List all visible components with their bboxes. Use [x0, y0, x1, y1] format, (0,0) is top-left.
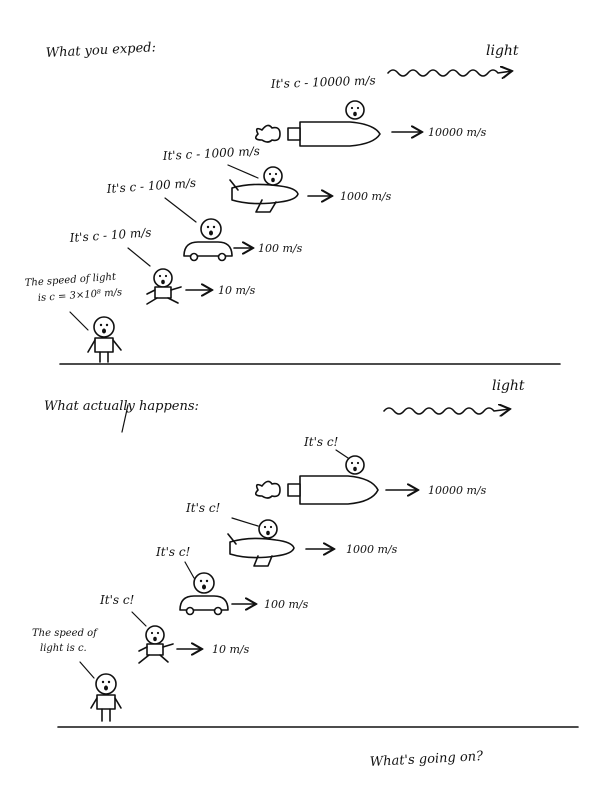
top-runner-speech: It's c - 10 m/s: [68, 225, 152, 245]
bottom-runner: It's c! 10 m/s: [99, 593, 250, 664]
top-rocket: It's c - 10000 m/s 10000 m/s: [254, 73, 487, 147]
top-plane-speech: It's c - 1000 m/s: [161, 144, 260, 163]
top-rocket-speech: It's c - 10000 m/s: [270, 73, 376, 91]
stick-figure-icon: [90, 673, 122, 722]
top-runner: It's c - 10 m/s 10 m/s: [68, 225, 256, 305]
airplane-icon: [229, 166, 299, 213]
airplane-icon: [227, 519, 295, 567]
bottom-plane: It's c! 1000 m/s: [185, 501, 398, 567]
top-car-speed: 100 m/s: [258, 242, 303, 255]
bottom-car-speech: It's c!: [155, 545, 191, 559]
top-car: It's c - 100 m/s 100 m/s: [105, 176, 303, 262]
footer-question: What's going on?: [369, 749, 484, 770]
wavy-light-icon: [383, 408, 510, 414]
bottom-observer-speech-1: The speed of: [32, 628, 99, 639]
top-car-speech: It's c - 100 m/s: [105, 176, 196, 196]
bottom-observer: The speed of light is c.: [32, 628, 122, 722]
top-observer-speech-1: The speed of light: [24, 272, 117, 289]
top-observer-speech-2: is c = 3×10⁸ m/s: [37, 287, 122, 304]
bottom-car: It's c! 100 m/s: [155, 545, 309, 616]
top-observer: The speed of light is c = 3×10⁸ m/s: [24, 272, 122, 363]
top-runner-speed: 10 m/s: [218, 284, 256, 297]
bottom-light-label: light: [492, 378, 525, 394]
wavy-light-icon: [387, 70, 512, 76]
rocket-icon: [254, 100, 381, 147]
bottom-runner-speed: 10 m/s: [212, 643, 250, 656]
bottom-car-speed: 100 m/s: [264, 598, 309, 611]
top-plane-speed: 1000 m/s: [340, 190, 392, 203]
bottom-plane-speech: It's c!: [185, 501, 221, 515]
car-icon: [183, 218, 233, 262]
rocket-icon: [254, 455, 379, 505]
bottom-rocket-speech: It's c!: [303, 435, 339, 449]
bottom-observer-speech-2: light is c.: [40, 643, 87, 654]
runner-icon: [138, 625, 174, 664]
top-plane: It's c - 1000 m/s 1000 m/s: [161, 144, 392, 213]
car-icon: [179, 572, 229, 616]
bottom-plane-speed: 1000 m/s: [346, 543, 398, 556]
stick-figure-icon: [87, 316, 122, 363]
bottom-rocket: It's c! 10000 m/s: [254, 435, 487, 505]
bottom-heading: What actually happens:: [44, 399, 199, 414]
top-rocket-speed: 10000 m/s: [428, 126, 487, 139]
top-light-label: light: [486, 43, 519, 59]
bottom-rocket-speed: 10000 m/s: [428, 484, 487, 497]
top-heading: What you exped:: [45, 40, 156, 61]
bottom-runner-speech: It's c!: [99, 593, 135, 607]
runner-icon: [146, 268, 182, 305]
